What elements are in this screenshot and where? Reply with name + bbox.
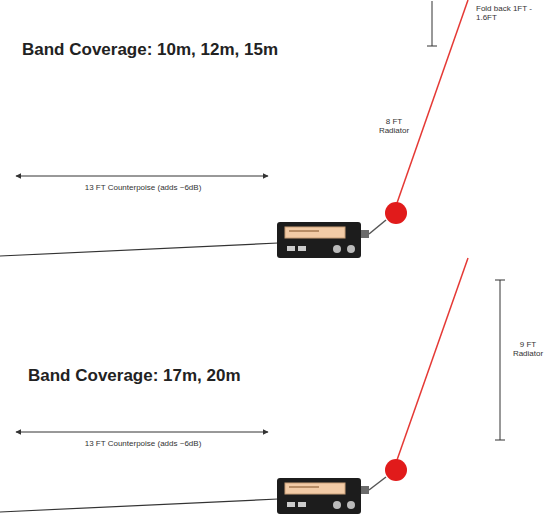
fold-back-bracket	[432, 1, 433, 46]
radio-transceiver	[277, 478, 369, 514]
dimension-tick	[495, 440, 505, 441]
dimension-arrow	[16, 432, 268, 433]
dimension-label: 8 FT Radiator	[372, 117, 416, 135]
feed-wire	[369, 477, 386, 490]
antenna-mount	[385, 459, 407, 481]
dimension-label: 13 FT Counterpoise (adds ~6dB)	[78, 183, 208, 192]
dimension-tick	[495, 280, 505, 281]
fold-back-tick	[427, 46, 437, 47]
dimension-label: 9 FT Radiator	[506, 340, 550, 358]
counterpoise-wire	[0, 243, 278, 256]
antenna-mount	[385, 202, 407, 224]
radio-transceiver	[277, 222, 369, 258]
band-heading: Band Coverage: 17m, 20m	[28, 366, 241, 386]
fold-back-note: Fold back 1FT - 1.6FT	[476, 4, 536, 22]
band-heading: Band Coverage: 10m, 12m, 15m	[22, 40, 278, 60]
radiator-wire	[397, 0, 468, 203]
counterpoise-wire	[0, 499, 278, 512]
radiator-wire	[397, 258, 468, 460]
dimension-line	[500, 280, 501, 440]
feed-wire	[369, 220, 386, 234]
dimension-label: 13 FT Counterpoise (adds ~6dB)	[78, 439, 208, 448]
dimension-arrow	[16, 176, 268, 177]
